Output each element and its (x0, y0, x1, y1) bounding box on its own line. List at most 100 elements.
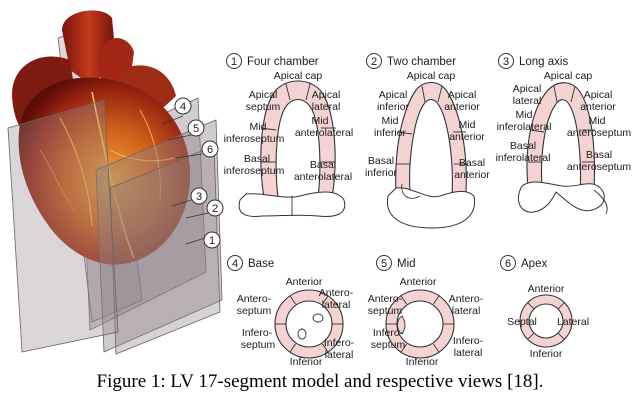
segment-label: Lateral (557, 316, 589, 328)
segment-label: inferoseptum (224, 133, 285, 145)
segment-label: Basal (459, 157, 485, 169)
segment-label: inferoseptum (224, 165, 285, 177)
valve-outline (518, 181, 605, 213)
segment-label: Inferior (290, 356, 323, 368)
plane-number-label: 1 (209, 235, 215, 247)
short-axis-plane (95, 119, 223, 353)
segment-label: anterior (580, 101, 616, 113)
segment-label: lateral (312, 101, 341, 113)
segment-label: Septal (507, 316, 537, 328)
segment-label: Infero- (242, 327, 273, 339)
segment-label: septum (371, 339, 406, 351)
segment-label: anterior (449, 131, 485, 143)
segment-label: Apical (379, 89, 408, 101)
segment-label: anteroseptum (567, 161, 631, 173)
plane-number-label: 4 (180, 101, 186, 113)
atrium-outline (401, 183, 421, 199)
segment-label: septum (246, 101, 281, 113)
view-number: 2 (371, 56, 377, 68)
segment-label: Mid (382, 115, 399, 127)
segment-label: Apical (513, 83, 542, 95)
segment-label: Mid (250, 121, 267, 133)
segment-label: Inferior (406, 356, 439, 368)
coronary-vessel (139, 109, 161, 201)
segment-label: Anterior (400, 276, 437, 288)
view-number: 3 (503, 56, 509, 68)
segment-label: Infero- (324, 337, 355, 349)
segment-label: inferolateral (497, 121, 552, 133)
plane-number-2: 2 (206, 199, 224, 217)
segment-label: septum (368, 305, 403, 317)
plane-number-3: 3 (190, 187, 208, 205)
segment-label: Anterior (286, 276, 323, 288)
segment-label: Infero- (373, 327, 404, 339)
segment-label: anterolateral (295, 127, 353, 139)
view-number: 6 (505, 258, 511, 270)
segment-label: lateral (513, 95, 542, 107)
segment-label: Antero- (237, 293, 272, 305)
plane-number-6: 6 (201, 140, 219, 158)
segment-label: Mid (459, 119, 476, 131)
segment-label: Anterior (528, 283, 565, 295)
plane-number-label: 3 (196, 191, 202, 203)
lv-cavity (528, 303, 564, 339)
papillary-muscle (297, 328, 307, 340)
aortic-root-outline (593, 189, 608, 215)
view-title: Four chamber (247, 56, 319, 68)
segment-label: Apical (584, 89, 613, 101)
segment-label: Mid (589, 115, 606, 127)
view-number: 4 (232, 258, 238, 270)
coronary-vessel (109, 149, 175, 162)
plane-number-label: 5 (193, 123, 199, 135)
view-mid: 5 Mid Anterior Antero- septum Infero- se… (368, 255, 484, 368)
segment-label: septum (241, 339, 276, 351)
view-title: Base (248, 258, 274, 270)
segment-label: inferior (374, 127, 407, 139)
segment-label: anterior (444, 101, 480, 113)
view-title: Apex (521, 258, 547, 270)
segment-label: Apical cap (544, 70, 593, 82)
view-title: Two chamber (387, 56, 456, 68)
segment-label: lateral (452, 305, 481, 317)
segment-label: Mid (312, 115, 329, 127)
segment-label: Antero- (319, 287, 354, 299)
segment-label: lateral (322, 299, 351, 311)
plane-number-1: 1 (203, 231, 221, 249)
segment-label: Basal (310, 159, 336, 171)
segment-label: Apical cap (274, 70, 323, 82)
plane-number-label: 6 (207, 144, 213, 156)
segment-label: Antero- (449, 293, 484, 305)
segment-label: Infero- (453, 335, 484, 347)
segment-label: Basal (510, 140, 536, 152)
segment-label: Basal (368, 155, 394, 167)
lv-segment-diagram: 4 5 6 3 2 1 1 Four chamber (7, 10, 631, 368)
segment-label: Apical cap (407, 70, 456, 82)
segment-label: Antero- (368, 293, 403, 305)
segment-label: Basal (244, 153, 270, 165)
segment-label: lateral (325, 349, 354, 361)
segment-label: Apical (448, 89, 477, 101)
coronary-vessel (39, 149, 75, 211)
segment-label: inferior (377, 101, 410, 113)
segment-label: Apical (249, 89, 278, 101)
coronary-vessel (59, 117, 93, 227)
segment-label: anterior (454, 169, 490, 181)
heart-illustration: 4 5 6 3 2 1 (7, 10, 224, 355)
view-title: Mid (397, 258, 416, 270)
view-number: 1 (231, 56, 237, 68)
plane-number-5: 5 (187, 119, 205, 137)
segment-label: Basal (586, 149, 612, 161)
view-four-chamber: 1 Four chamber Apical cap Apical septum … (224, 53, 353, 217)
segment-label: anteroseptum (567, 127, 631, 139)
segment-label: inferior (365, 167, 398, 179)
segment-label: lateral (454, 347, 483, 359)
papillary-muscle (397, 315, 406, 335)
view-number: 5 (381, 258, 387, 270)
view-two-chamber: 2 Two chamber Apical cap Apical inferior… (365, 53, 490, 229)
segment-label: septum (237, 305, 272, 317)
view-long-axis: 3 Long axis Apical cap Apical lateral Mi… (496, 53, 631, 215)
segment-label: Apical (312, 89, 341, 101)
figure-caption: Figure 1: LV 17-segment model and respec… (96, 371, 544, 392)
view-title: Long axis (519, 56, 568, 68)
